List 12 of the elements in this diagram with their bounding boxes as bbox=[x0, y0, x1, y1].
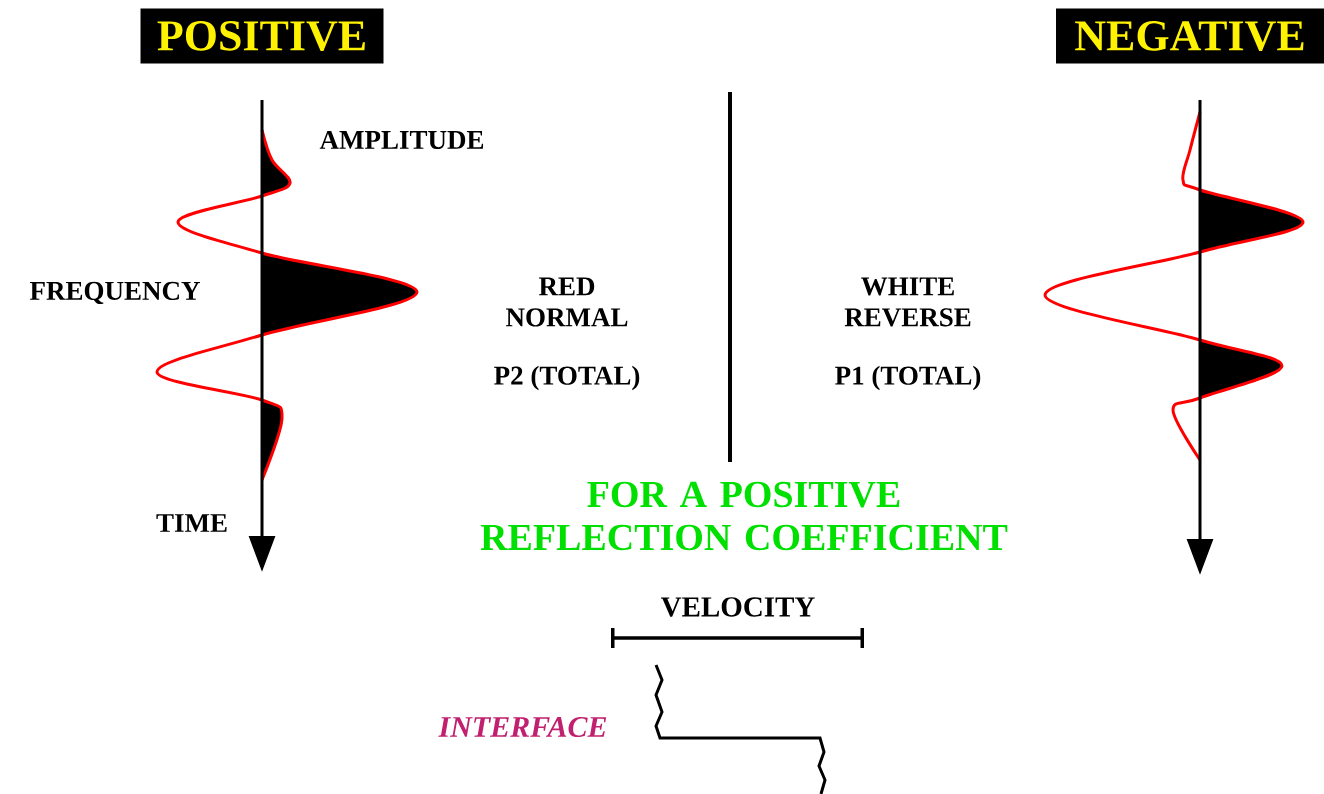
axis-label: AMPLITUDE bbox=[319, 130, 484, 150]
polarity-label: P1 (TOTAL) bbox=[835, 365, 981, 391]
title-banner: POSITIVE bbox=[140, 8, 384, 64]
polarity-label: P2 (TOTAL) bbox=[494, 365, 640, 391]
velocity-label: VELOCITY bbox=[661, 597, 815, 617]
heading-text: FOR A POSITIVE REFLECTION COEFFICIENT bbox=[480, 481, 1008, 551]
interface-label: INTERFACE bbox=[438, 716, 607, 738]
polarity-label: RED NORMAL bbox=[506, 277, 628, 327]
polarity-label: WHITE REVERSE bbox=[844, 277, 971, 327]
title-banner: NEGATIVE bbox=[1056, 8, 1324, 64]
axis-label: FREQUENCY bbox=[29, 281, 200, 305]
axis-label: TIME bbox=[156, 514, 227, 532]
